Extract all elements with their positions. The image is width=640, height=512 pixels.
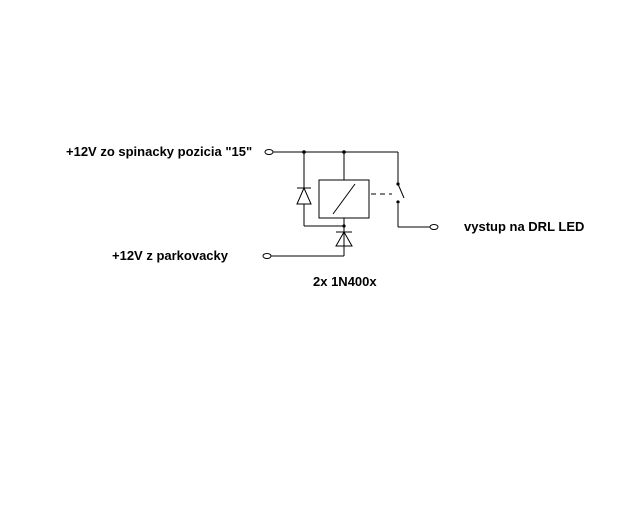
terminal-ignition bbox=[264, 149, 274, 155]
relay-switch bbox=[397, 183, 405, 199]
terminal-parking bbox=[262, 253, 272, 259]
switch-contact-bottom bbox=[396, 200, 400, 204]
terminal-output bbox=[429, 224, 439, 230]
junction-dot-bottom bbox=[342, 224, 346, 228]
relay-coil-diagonal bbox=[332, 183, 356, 215]
junction-dot-diode1 bbox=[302, 150, 306, 154]
label-input-parking: +12V z parkovacky bbox=[112, 248, 228, 263]
label-input-ignition: +12V zo spinacky pozicia "15" bbox=[66, 144, 253, 159]
label-output-drl: vystup na DRL LED bbox=[464, 219, 585, 234]
junction-dot-coil bbox=[342, 150, 346, 154]
diode-1 bbox=[296, 186, 312, 205]
label-diodes: 2x 1N400x bbox=[313, 274, 377, 289]
switch-contact-top bbox=[396, 182, 400, 186]
